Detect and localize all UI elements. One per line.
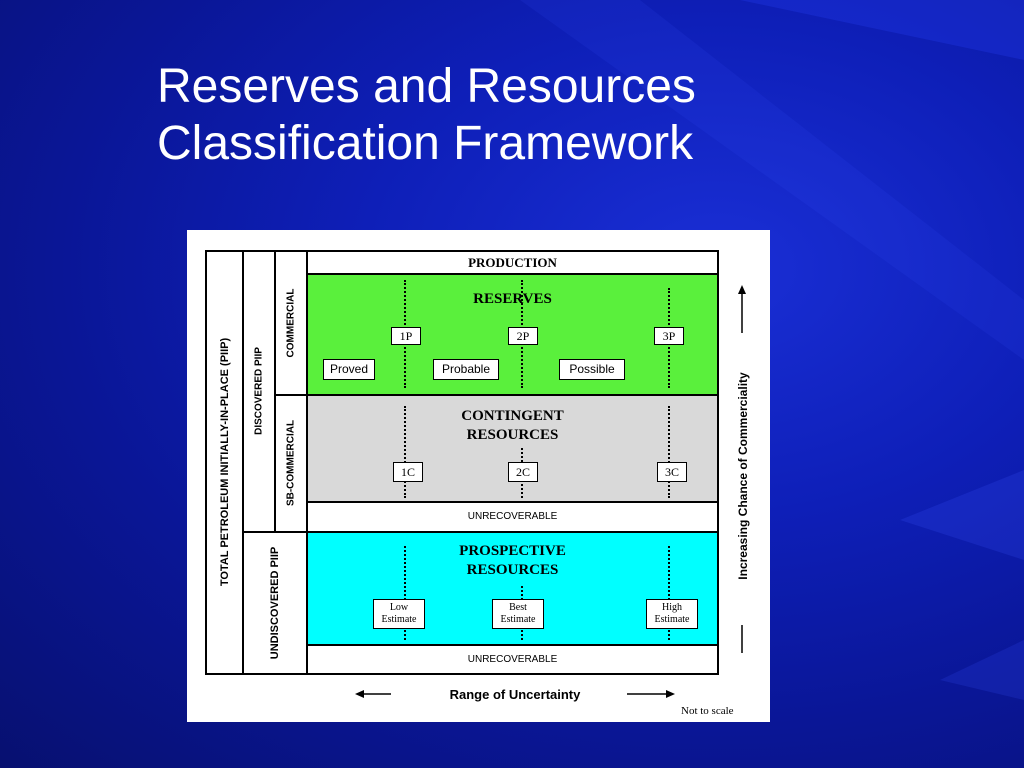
reserves-title: RESERVES [473,291,552,307]
prospective-title-line-2: RESOURCES [466,562,559,578]
tag-3p: 3P [654,327,684,345]
tag-3c: 3C [657,462,687,482]
tag-2c: 2C [508,462,538,482]
slide-title-line-1: Reserves and Resources [157,60,696,113]
slide-title-line-2: Classification Framework [157,117,694,170]
unrecoverable-label-undiscovered: UNRECOVERABLE [467,654,558,665]
tag-1p: 1P [391,327,421,345]
prospective-divider-right [668,546,670,640]
production-label: PRODUCTION [468,255,557,270]
contingent-title-line-1: CONTINGENT [461,408,564,424]
slide-title: Reserves and Resources Classification Fr… [157,58,917,172]
category-possible: Possible [559,359,625,380]
not-to-scale-note: Not to scale [681,705,734,717]
estimate-best: Best Estimate [492,599,544,629]
classification-diagram: TOTAL PETROLEUM INITIALLY-IN-PLACE (PIIP… [187,230,770,722]
range-of-uncertainty-label: Range of Uncertainty [449,687,581,702]
contingent-title-line-2: RESOURCES [466,427,559,443]
estimate-low-line-1: Low [389,602,409,613]
unrecoverable-box-undiscovered [306,644,719,675]
contingent-divider-right [668,406,670,498]
prospective-divider-left [404,546,406,640]
uncertainty-arrow-left-icon [355,690,391,698]
contingent-divider-left [404,406,406,498]
tag-2p: 2P [508,327,538,345]
estimate-best-line-1: Best [509,602,527,613]
commerciality-arrow [738,285,746,653]
contingent-resources-box [306,394,719,503]
unrecoverable-label-discovered: UNRECOVERABLE [467,511,558,522]
discovered-piip-label: DISCOVERED PIIP [253,347,265,435]
commerciality-label: Increasing Chance of Commerciality [736,372,750,580]
estimate-low: Low Estimate [373,599,425,629]
estimate-low-line-2: Estimate [381,614,417,625]
estimate-high-line-1: High [662,602,682,613]
total-piip-label: TOTAL PETROLEUM INITIALLY-IN-PLACE (PIIP… [219,337,231,587]
estimate-high-line-2: Estimate [654,614,690,625]
uncertainty-arrow-right-icon [627,690,675,698]
category-proved: Proved [323,359,375,380]
undiscovered-piip-label: UNDISCOVERED PIIP [269,546,281,660]
category-probable: Probable [433,359,499,380]
estimate-best-line-2: Estimate [500,614,536,625]
tag-1c: 1C [393,462,423,482]
estimate-high: High Estimate [646,599,698,629]
commercial-label: COMMERCIAL [285,288,297,358]
prospective-title-line-1: PROSPECTIVE [459,543,566,559]
sub-commercial-label: SB-COMMERCIAL [285,419,297,507]
